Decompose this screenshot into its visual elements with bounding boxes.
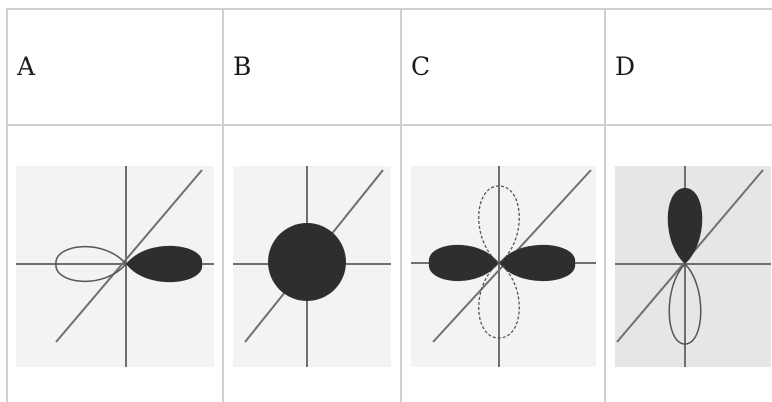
- spherical-lobe: [268, 223, 346, 301]
- filled-lobe: [667, 188, 703, 264]
- orbital-diagram-d: [615, 166, 771, 367]
- filled-lobe-right: [499, 244, 576, 282]
- z-axis: [55, 169, 203, 343]
- outlined-lobe: [55, 245, 127, 283]
- column-divider: [222, 8, 224, 402]
- header-row-divider: [6, 124, 772, 126]
- outlined-lobe-bottom: [478, 262, 520, 339]
- column-divider: [604, 8, 606, 402]
- orbital-diagram-a: [16, 166, 214, 367]
- orbital-diagram-c: [411, 166, 596, 367]
- orbital-diagram-b: [233, 166, 391, 367]
- option-label-d: D: [615, 52, 636, 81]
- filled-lobe-left: [428, 244, 499, 282]
- filled-lobe: [126, 245, 203, 283]
- column-divider: [400, 8, 402, 402]
- option-label-a: A: [17, 52, 36, 81]
- table-border-left: [6, 8, 8, 402]
- outlined-lobe-top: [478, 185, 520, 264]
- table-border-top: [6, 8, 772, 10]
- outlined-lobe: [668, 262, 702, 345]
- option-label-b: B: [233, 52, 252, 81]
- option-label-c: C: [411, 52, 431, 81]
